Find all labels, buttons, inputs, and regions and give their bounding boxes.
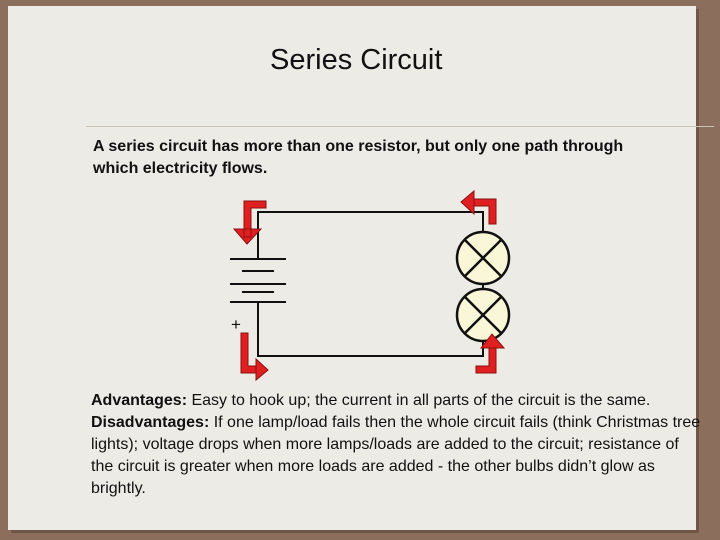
notes-text: Advantages: Easy to hook up; the current…: [91, 390, 701, 500]
advantages-label: Advantages:: [91, 392, 188, 409]
page-title: Series Circuit: [270, 44, 443, 76]
battery-plus-label: +: [231, 315, 241, 334]
battery-symbol: [230, 258, 286, 303]
title-divider: [86, 126, 714, 127]
disadvantages-text: If one lamp/load fails then the whole ci…: [91, 414, 701, 497]
disadvantages-label: Disadvantages:: [91, 414, 210, 431]
lamp-1: [455, 230, 511, 286]
top-wire: [257, 211, 484, 259]
arrow-bottom-right: [475, 333, 506, 374]
arrow-top-right: [460, 189, 497, 225]
circuit-wires: [257, 211, 484, 357]
arrow-top-left: [232, 200, 267, 245]
lamp-2: [455, 287, 511, 343]
notebook-page: [8, 6, 696, 530]
bottom-wire: [257, 302, 484, 357]
advantages-text: Easy to hook up; the current in all part…: [187, 392, 651, 409]
current-arrows: [232, 189, 506, 382]
intro-text: A series circuit has more than one resis…: [93, 138, 624, 177]
arrow-bottom-left: [240, 332, 269, 382]
